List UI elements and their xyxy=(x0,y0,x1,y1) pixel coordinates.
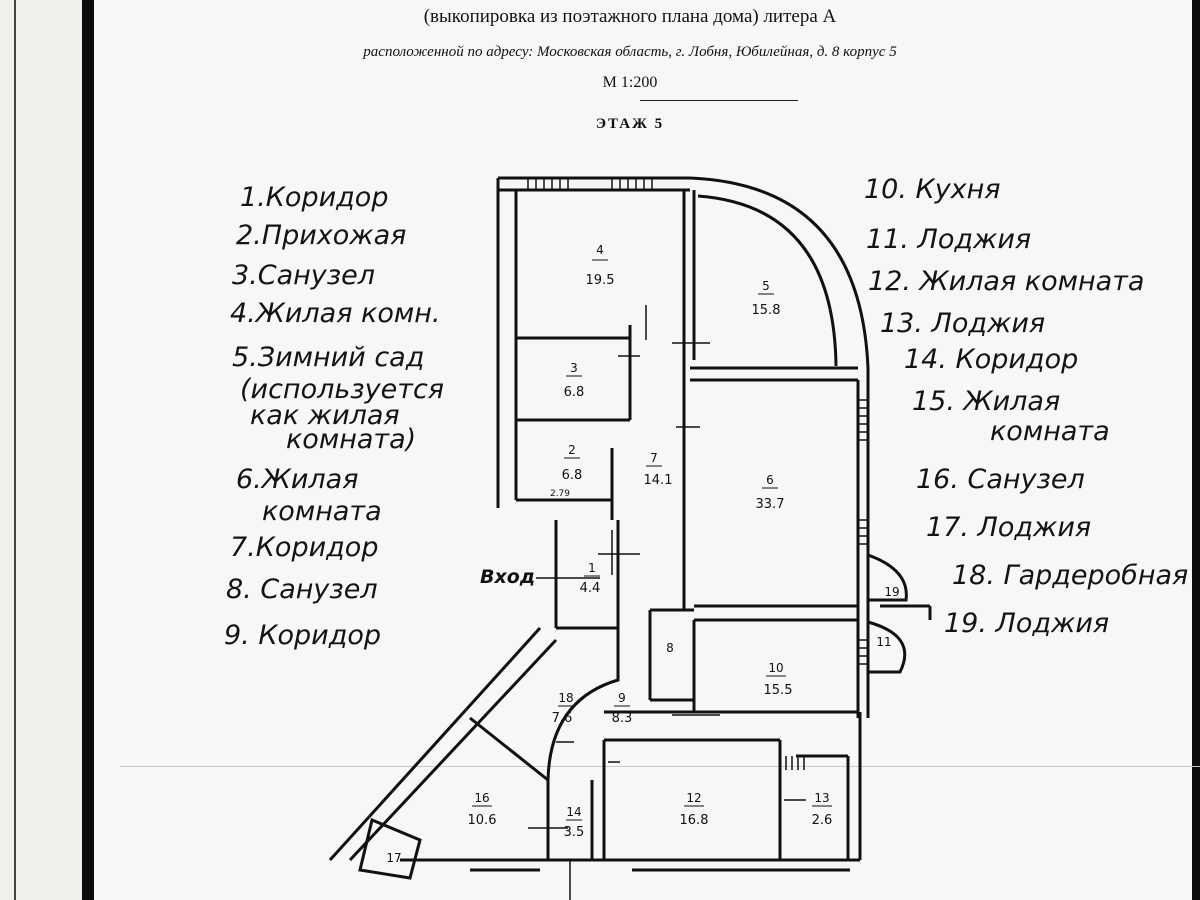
room-area: 14.1 xyxy=(644,473,673,488)
legend-item-18: 18. Гардеробная xyxy=(952,560,1189,591)
room-area: 7.6 xyxy=(552,711,573,726)
legend-item-6-cont: комната xyxy=(262,496,382,527)
legend-item-9: 9. Коридор xyxy=(224,620,382,651)
room-number: 18 xyxy=(558,691,573,705)
room-number: 12 xyxy=(686,791,701,805)
room-area: 4.4 xyxy=(580,581,601,596)
scan-right-edge xyxy=(1192,0,1200,900)
legend-item-15: 15. Жилая xyxy=(912,386,1061,417)
legend-item-5-note-1: (используется xyxy=(240,374,445,405)
room-number: 4 xyxy=(596,243,604,257)
room-area: 3.5 xyxy=(564,825,585,840)
room-number: 5 xyxy=(762,279,770,293)
legend-item-10: 10. Кухня xyxy=(864,174,1001,205)
room-number: 17 xyxy=(386,851,401,865)
legend-item-4: 4.Жилая комн. xyxy=(230,298,441,329)
legend-item-6: 6.Жилая xyxy=(236,464,359,495)
room-number: 8 xyxy=(666,641,674,655)
legend-item-1: 1.Коридор xyxy=(240,182,389,213)
scale-underline xyxy=(640,100,798,101)
room-number: 10 xyxy=(768,661,783,675)
binder-edge-line xyxy=(14,0,16,900)
room-area: 33.7 xyxy=(756,497,785,512)
legend-item-11: 11. Лоджия xyxy=(866,224,1032,255)
room-number: 14 xyxy=(566,805,581,819)
dimension-note: 2.79 xyxy=(550,489,570,499)
document-scale: М 1:200 xyxy=(602,74,658,91)
legend-item-7: 7.Коридор xyxy=(230,532,379,563)
room-number: 7 xyxy=(650,451,658,465)
room-area: 2.6 xyxy=(812,813,833,828)
room-area: 10.6 xyxy=(468,813,497,828)
plan-windows xyxy=(527,178,868,770)
room-area: 15.5 xyxy=(764,683,793,698)
floor-title: ЭТАЖ 5 xyxy=(595,116,665,132)
legend-item-5: 5.Зимний сад xyxy=(232,342,425,373)
room-area: 19.5 xyxy=(586,273,615,288)
room-number: 9 xyxy=(618,691,626,705)
room-labels: 4 19.5 5 15.8 3 6.8 2 6.8 7 14.1 6 33.7 … xyxy=(386,243,899,865)
room-number: 11 xyxy=(876,635,891,649)
room-number: 6 xyxy=(766,473,774,487)
room-number: 3 xyxy=(570,361,578,375)
room-area: 6.8 xyxy=(562,468,583,483)
legend-item-5-note-3: комната) xyxy=(286,424,417,455)
room-area: 6.8 xyxy=(564,385,585,400)
legend-item-14: 14. Коридор xyxy=(904,344,1079,375)
legend-item-19: 19. Лоджия xyxy=(944,608,1110,639)
legend-item-12: 12. Жилая комната xyxy=(868,266,1145,297)
room-area: 15.8 xyxy=(752,303,781,318)
legend-item-3: 3.Санузел xyxy=(232,260,376,291)
legend-item-13: 13. Лоджия xyxy=(880,308,1046,339)
legend-item-5-note-2: как жилая xyxy=(250,400,400,431)
document-subtitle: (выкопировка из поэтажного плана дома) л… xyxy=(423,6,837,27)
room-area: 16.8 xyxy=(680,813,709,828)
room-number: 13 xyxy=(814,791,829,805)
room-area: 8.3 xyxy=(612,711,633,726)
plan-door-marks xyxy=(528,305,806,900)
scan-fold-line xyxy=(120,766,1200,767)
room-number: 2 xyxy=(568,443,576,457)
entrance-label: Вход xyxy=(480,566,536,588)
room-number: 16 xyxy=(474,791,489,805)
room-number: 1 xyxy=(588,561,596,575)
legend-item-15-cont: комната xyxy=(990,416,1110,447)
legend-item-17: 17. Лоджия xyxy=(926,512,1092,543)
document-address: расположенной по адресу: Московская обла… xyxy=(363,44,897,60)
legend-item-2: 2.Прихожая xyxy=(236,220,407,251)
legend-item-8: 8. Санузел xyxy=(226,574,378,605)
binder-dark-border xyxy=(82,0,94,900)
room-number-underlines xyxy=(472,259,832,821)
room-number: 19 xyxy=(884,585,899,599)
legend-item-16: 16. Санузел xyxy=(916,464,1085,495)
plan-walls xyxy=(328,176,932,880)
